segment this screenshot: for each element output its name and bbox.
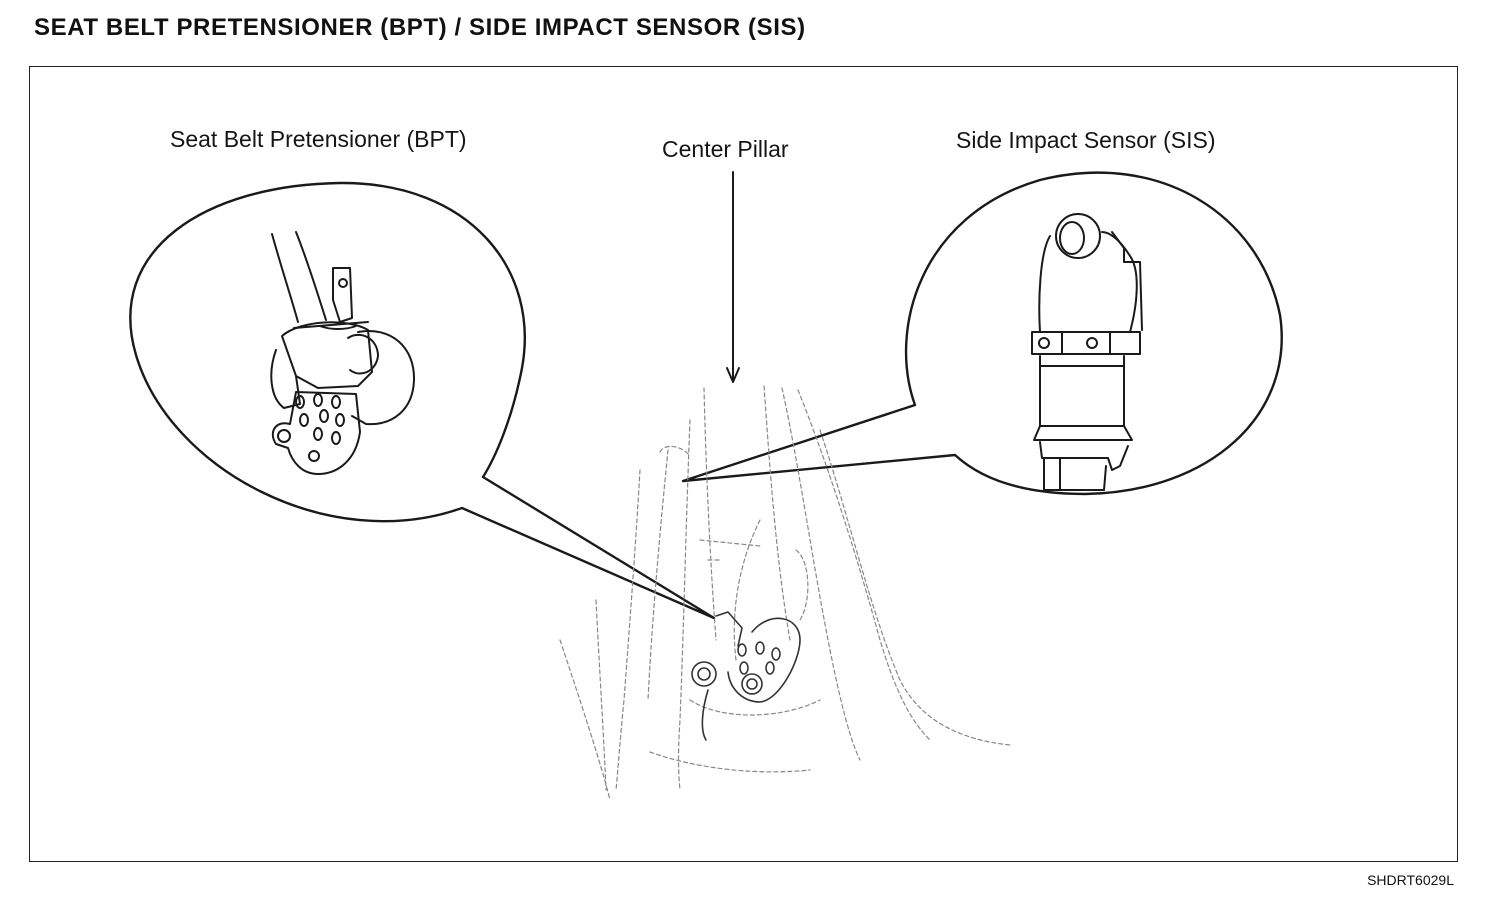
center-pillar-sketch bbox=[559, 385, 1011, 801]
diagram-frame bbox=[29, 66, 1458, 862]
page-title: SEAT BELT PRETENSIONER (BPT) / SIDE IMPA… bbox=[34, 14, 806, 41]
sis-illustration bbox=[1031, 213, 1143, 491]
sis-label: Side Impact Sensor (SIS) bbox=[956, 127, 1216, 153]
sis-callout-bubble bbox=[681, 171, 1283, 496]
bpt-callout-bubble bbox=[129, 181, 716, 620]
center-pillar-label: Center Pillar bbox=[662, 136, 789, 162]
bpt-illustration bbox=[270, 231, 415, 475]
bpt-label: Seat Belt Pretensioner (BPT) bbox=[170, 126, 467, 152]
figure-code: SHDRT6029L bbox=[1367, 872, 1454, 888]
center-pillar-arrow bbox=[726, 171, 740, 383]
installed-pretensioner bbox=[691, 611, 801, 741]
